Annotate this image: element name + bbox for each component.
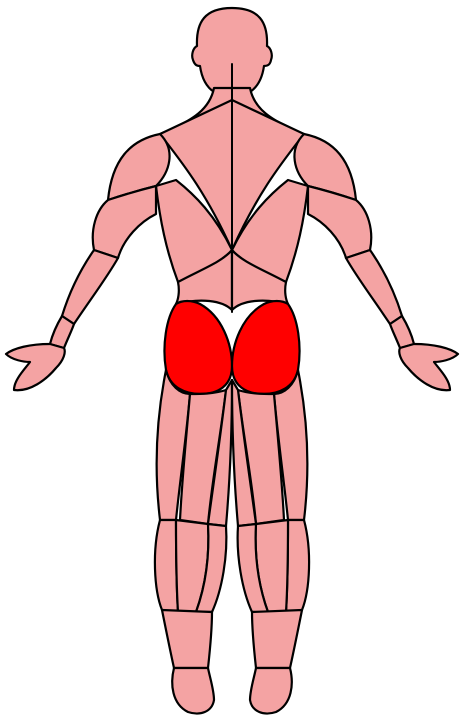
lower-back-left	[174, 248, 234, 312]
hamstrings-left	[155, 368, 234, 528]
arm-right	[306, 184, 460, 392]
calf-left	[153, 518, 228, 614]
hamstrings-right	[230, 368, 309, 528]
arm-left	[4, 184, 158, 392]
gluteus-maximus-left	[163, 299, 234, 396]
calf-right	[236, 518, 311, 614]
lower-back-right	[230, 248, 290, 312]
gluteus-maximus-right	[230, 299, 301, 396]
lower-leg-right	[248, 608, 304, 715]
lower-leg-left	[160, 608, 216, 715]
